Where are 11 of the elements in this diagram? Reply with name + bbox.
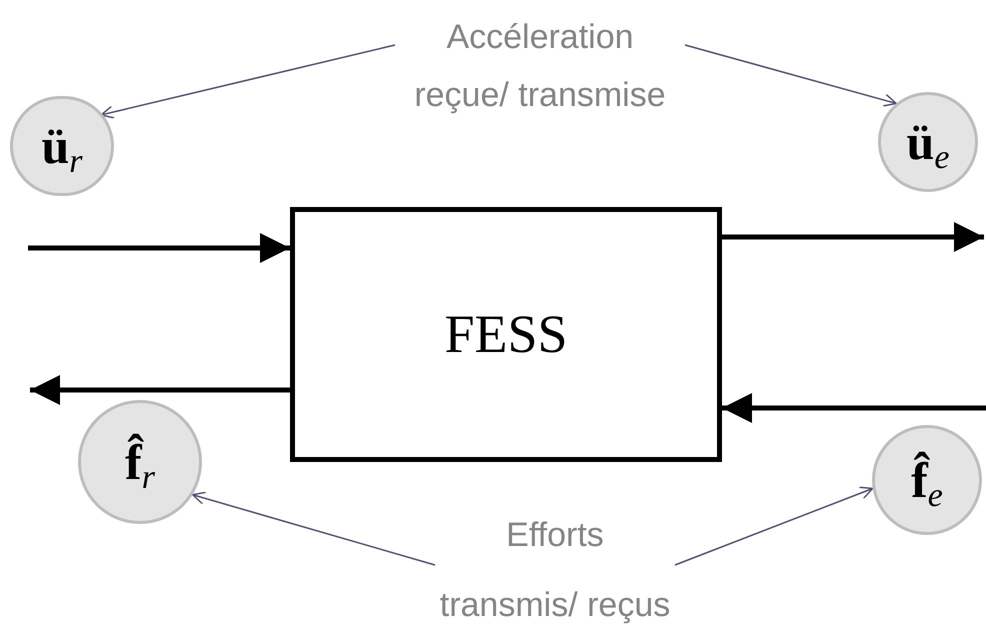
annotation-text: Accéleration reçue/ transmise [395, 8, 685, 126]
leader-line [100, 44, 396, 119]
arrow [28, 233, 290, 263]
leader-line [192, 492, 436, 566]
annotation-text: Efforts transmis/ reçus [435, 500, 675, 640]
leader-line [684, 44, 897, 107]
system-box: FESS [290, 207, 722, 462]
arrow [30, 375, 290, 405]
arrow [722, 222, 984, 252]
arrow [722, 393, 986, 423]
leader-line [674, 486, 874, 566]
